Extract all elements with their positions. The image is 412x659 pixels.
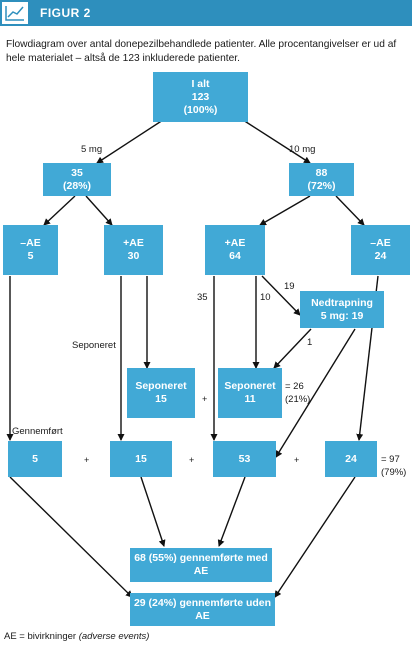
line-chart-icon (2, 2, 30, 24)
arrow-10mg-to-ae-neg (335, 195, 365, 226)
arrow-complete1-to-result (9, 476, 133, 598)
node-completed-1: 5 (8, 441, 62, 477)
plus-2: + (189, 455, 195, 465)
arrow-taper-to-complete (275, 328, 356, 458)
node-ae-pos-5mg: +AE 30 (104, 225, 163, 275)
node-discontinued-5mg: Seponeret 15 (127, 368, 195, 418)
arrow-total-to-10mg (242, 119, 311, 164)
node-5mg: 35 (28%) (43, 163, 111, 196)
plus-1: + (84, 455, 90, 465)
label-count-19: 19 (284, 281, 295, 292)
node-ae-pos-10mg: +AE 64 (205, 225, 265, 275)
label-count-1: 1 (307, 337, 313, 348)
node-completed-4: 24 (325, 441, 377, 477)
figure-title: FIGUR 2 (40, 6, 91, 20)
label-sum-97: = 97 (381, 454, 400, 465)
figure-caption: Flowdiagram over antal donepezilbehandle… (6, 39, 397, 64)
node-result-with-ae: 68 (55%) gennemførte med AE (130, 548, 272, 582)
figure-header: FIGUR 2 (0, 0, 412, 26)
figure-footnote: AE = bivirkninger (adverse events) (4, 631, 150, 642)
node-ae-neg-10mg: –AE 24 (351, 225, 410, 275)
arrow-complete4-to-result (274, 476, 356, 598)
label-sum-26-pct: (21%) (285, 394, 311, 405)
label-dose-5mg: 5 mg (81, 144, 103, 155)
arrow-ae-pos10-to-taper (261, 275, 301, 316)
label-gennemfort: Gennemført (12, 426, 63, 437)
arrow-taper-to-discontinued (273, 328, 312, 369)
arrow-complete2-to-result (140, 476, 166, 547)
plus-discontinued: + (202, 394, 208, 404)
plus-3: + (294, 455, 300, 465)
label-seponeret: Seponeret (72, 340, 116, 351)
label-sum-26: = 26 (285, 381, 304, 392)
label-count-10: 10 (260, 292, 271, 303)
node-completed-2: 15 (110, 441, 172, 477)
label-sum-97-pct: (79%) (381, 467, 407, 478)
arrow-total-to-5mg (96, 119, 164, 164)
node-result-without-ae: 29 (24%) gennemførte uden AE (130, 593, 275, 626)
node-discontinued-10mg: Seponeret 11 (218, 368, 282, 418)
arrow-10mg-to-ae-pos (259, 195, 311, 226)
arrow-complete3-to-result (217, 476, 246, 547)
label-dose-10mg: 10 mg (289, 144, 316, 155)
node-total: I alt 123 (100%) (153, 72, 248, 122)
arrow-5mg-to-ae-neg (43, 195, 76, 226)
node-10mg: 88 (72%) (289, 163, 354, 196)
label-count-35: 35 (197, 292, 208, 303)
node-completed-3: 53 (213, 441, 276, 477)
arrow-5mg-to-ae-pos (85, 195, 113, 226)
node-ae-neg-5mg: –AE 5 (3, 225, 58, 275)
node-taper: Nedtrapning 5 mg: 19 (300, 291, 384, 328)
